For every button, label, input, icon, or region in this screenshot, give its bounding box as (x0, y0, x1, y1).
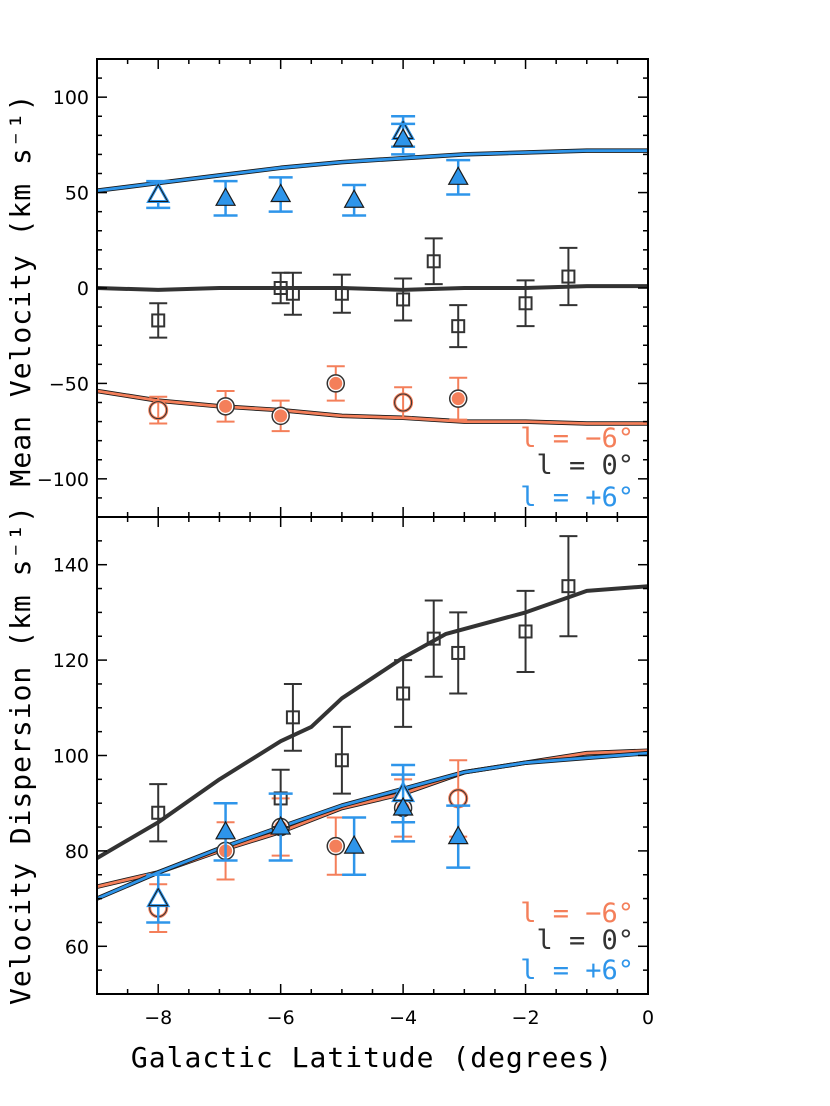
data-point-zero-5 (424, 237, 443, 286)
data-point-minus6-0 (148, 395, 169, 425)
data-point-zero-5 (424, 599, 443, 678)
data-point-plus6-6 (446, 158, 471, 196)
bottom-legend-plus6: l = +6° (520, 955, 634, 986)
mean-velocity-tick-labels: −100 −50 0 50 100 (37, 87, 89, 491)
data-point-plus6-2 (268, 176, 293, 213)
model-line-minus6 (97, 389, 648, 425)
velocity-dispersion-ticks (96, 516, 649, 995)
data-point-zero-8 (559, 535, 578, 638)
model-line-plus6-outline (97, 148, 648, 193)
top-legend-minus6: l = −6° (520, 423, 634, 454)
data-point-zero-0 (149, 302, 168, 339)
data-point-zero-2 (283, 682, 302, 752)
model-line-minus6-outline (97, 388, 648, 426)
y-tick-label: 80 (65, 841, 89, 863)
top-legend-zero: l = 0° (536, 450, 634, 481)
bottom-legend-minus6: l = −6° (520, 898, 634, 929)
data-point-zero-3 (332, 725, 351, 795)
data-point-plus6-1 (213, 179, 238, 217)
y-tick-label: −100 (37, 469, 89, 491)
data-point-plus6-3 (342, 816, 367, 876)
velocity-dispersion-panel: 60 80 100 120 140 −8 −6 −4 −2 0 l = −6° l = 0° l … (4, 505, 654, 1029)
model-line-plus6 (97, 751, 648, 900)
data-point-plus6-5 (391, 773, 416, 843)
x-tick-label: −2 (512, 1007, 540, 1029)
velocity-dispersion-model-lines (97, 584, 648, 901)
data-point-zero-6 (449, 611, 468, 695)
mean-velocity-model-lines (97, 148, 648, 426)
top-legend-plus6: l = +6° (520, 482, 634, 513)
x-tick-label: 0 (642, 1007, 654, 1029)
x-axis-label: Galactic Latitude (degrees) (131, 1041, 613, 1074)
y-tick-label: 0 (77, 278, 89, 300)
x-tick-label: −8 (144, 1007, 172, 1029)
x-tick-label: −4 (389, 1007, 417, 1029)
y-tick-label: 120 (53, 650, 89, 672)
data-point-plus6-3 (342, 183, 367, 217)
data-point-zero-8 (559, 246, 578, 307)
mean-velocity-ylabel: Mean Velocity (km s⁻¹) (4, 94, 37, 487)
data-point-zero-7 (516, 279, 535, 328)
y-tick-label: 50 (65, 183, 89, 205)
x-tick-label: −6 (267, 1007, 295, 1029)
data-point-zero-7 (516, 589, 535, 674)
data-point-minus6-2 (271, 399, 290, 433)
data-point-zero-3 (332, 273, 351, 314)
y-tick-label: −50 (49, 373, 89, 395)
data-point-zero-4 (394, 659, 413, 728)
mean-velocity-points (146, 115, 578, 433)
data-point-plus6-0 (146, 179, 171, 210)
data-point-zero-0 (149, 783, 168, 843)
data-point-minus6-3 (326, 365, 346, 402)
model-line-zero (97, 284, 648, 292)
data-point-zero-1 (271, 271, 290, 305)
y-tick-label: 140 (53, 555, 89, 577)
mean-velocity-panel: −100 −50 0 50 100 l = −6° l = 0° l = +6° Mea… (4, 58, 649, 518)
model-line-plus6 (97, 149, 648, 193)
data-point-minus6-4 (393, 386, 414, 419)
velocity-dispersion-ylabel: Velocity Dispersion (km s⁻¹) (4, 505, 37, 1005)
data-point-plus6-5 (391, 122, 416, 156)
data-point-zero-4 (394, 277, 413, 322)
data-point-plus6-2 (268, 792, 293, 862)
data-point-zero-2 (283, 271, 302, 316)
y-tick-label: 100 (53, 87, 89, 109)
data-point-plus6-6 (446, 804, 471, 869)
data-point-plus6-0 (146, 873, 171, 924)
velocity-dispersion-tick-labels: 60 80 100 120 140 −8 −6 −4 −2 0 (53, 555, 654, 1029)
model-line-zero (97, 584, 648, 860)
data-point-zero-6 (449, 304, 468, 349)
data-point-minus6-3 (326, 816, 346, 876)
y-tick-label: 100 (53, 746, 89, 768)
velocity-dispersion-points (146, 535, 578, 933)
y-tick-label: 60 (65, 936, 89, 958)
data-point-minus6-5 (448, 376, 468, 421)
data-point-minus6-1 (216, 390, 235, 423)
bottom-legend-zero: l = 0° (536, 925, 634, 956)
data-point-plus6-1 (213, 801, 238, 862)
model-line-plus6-outline (97, 750, 648, 901)
